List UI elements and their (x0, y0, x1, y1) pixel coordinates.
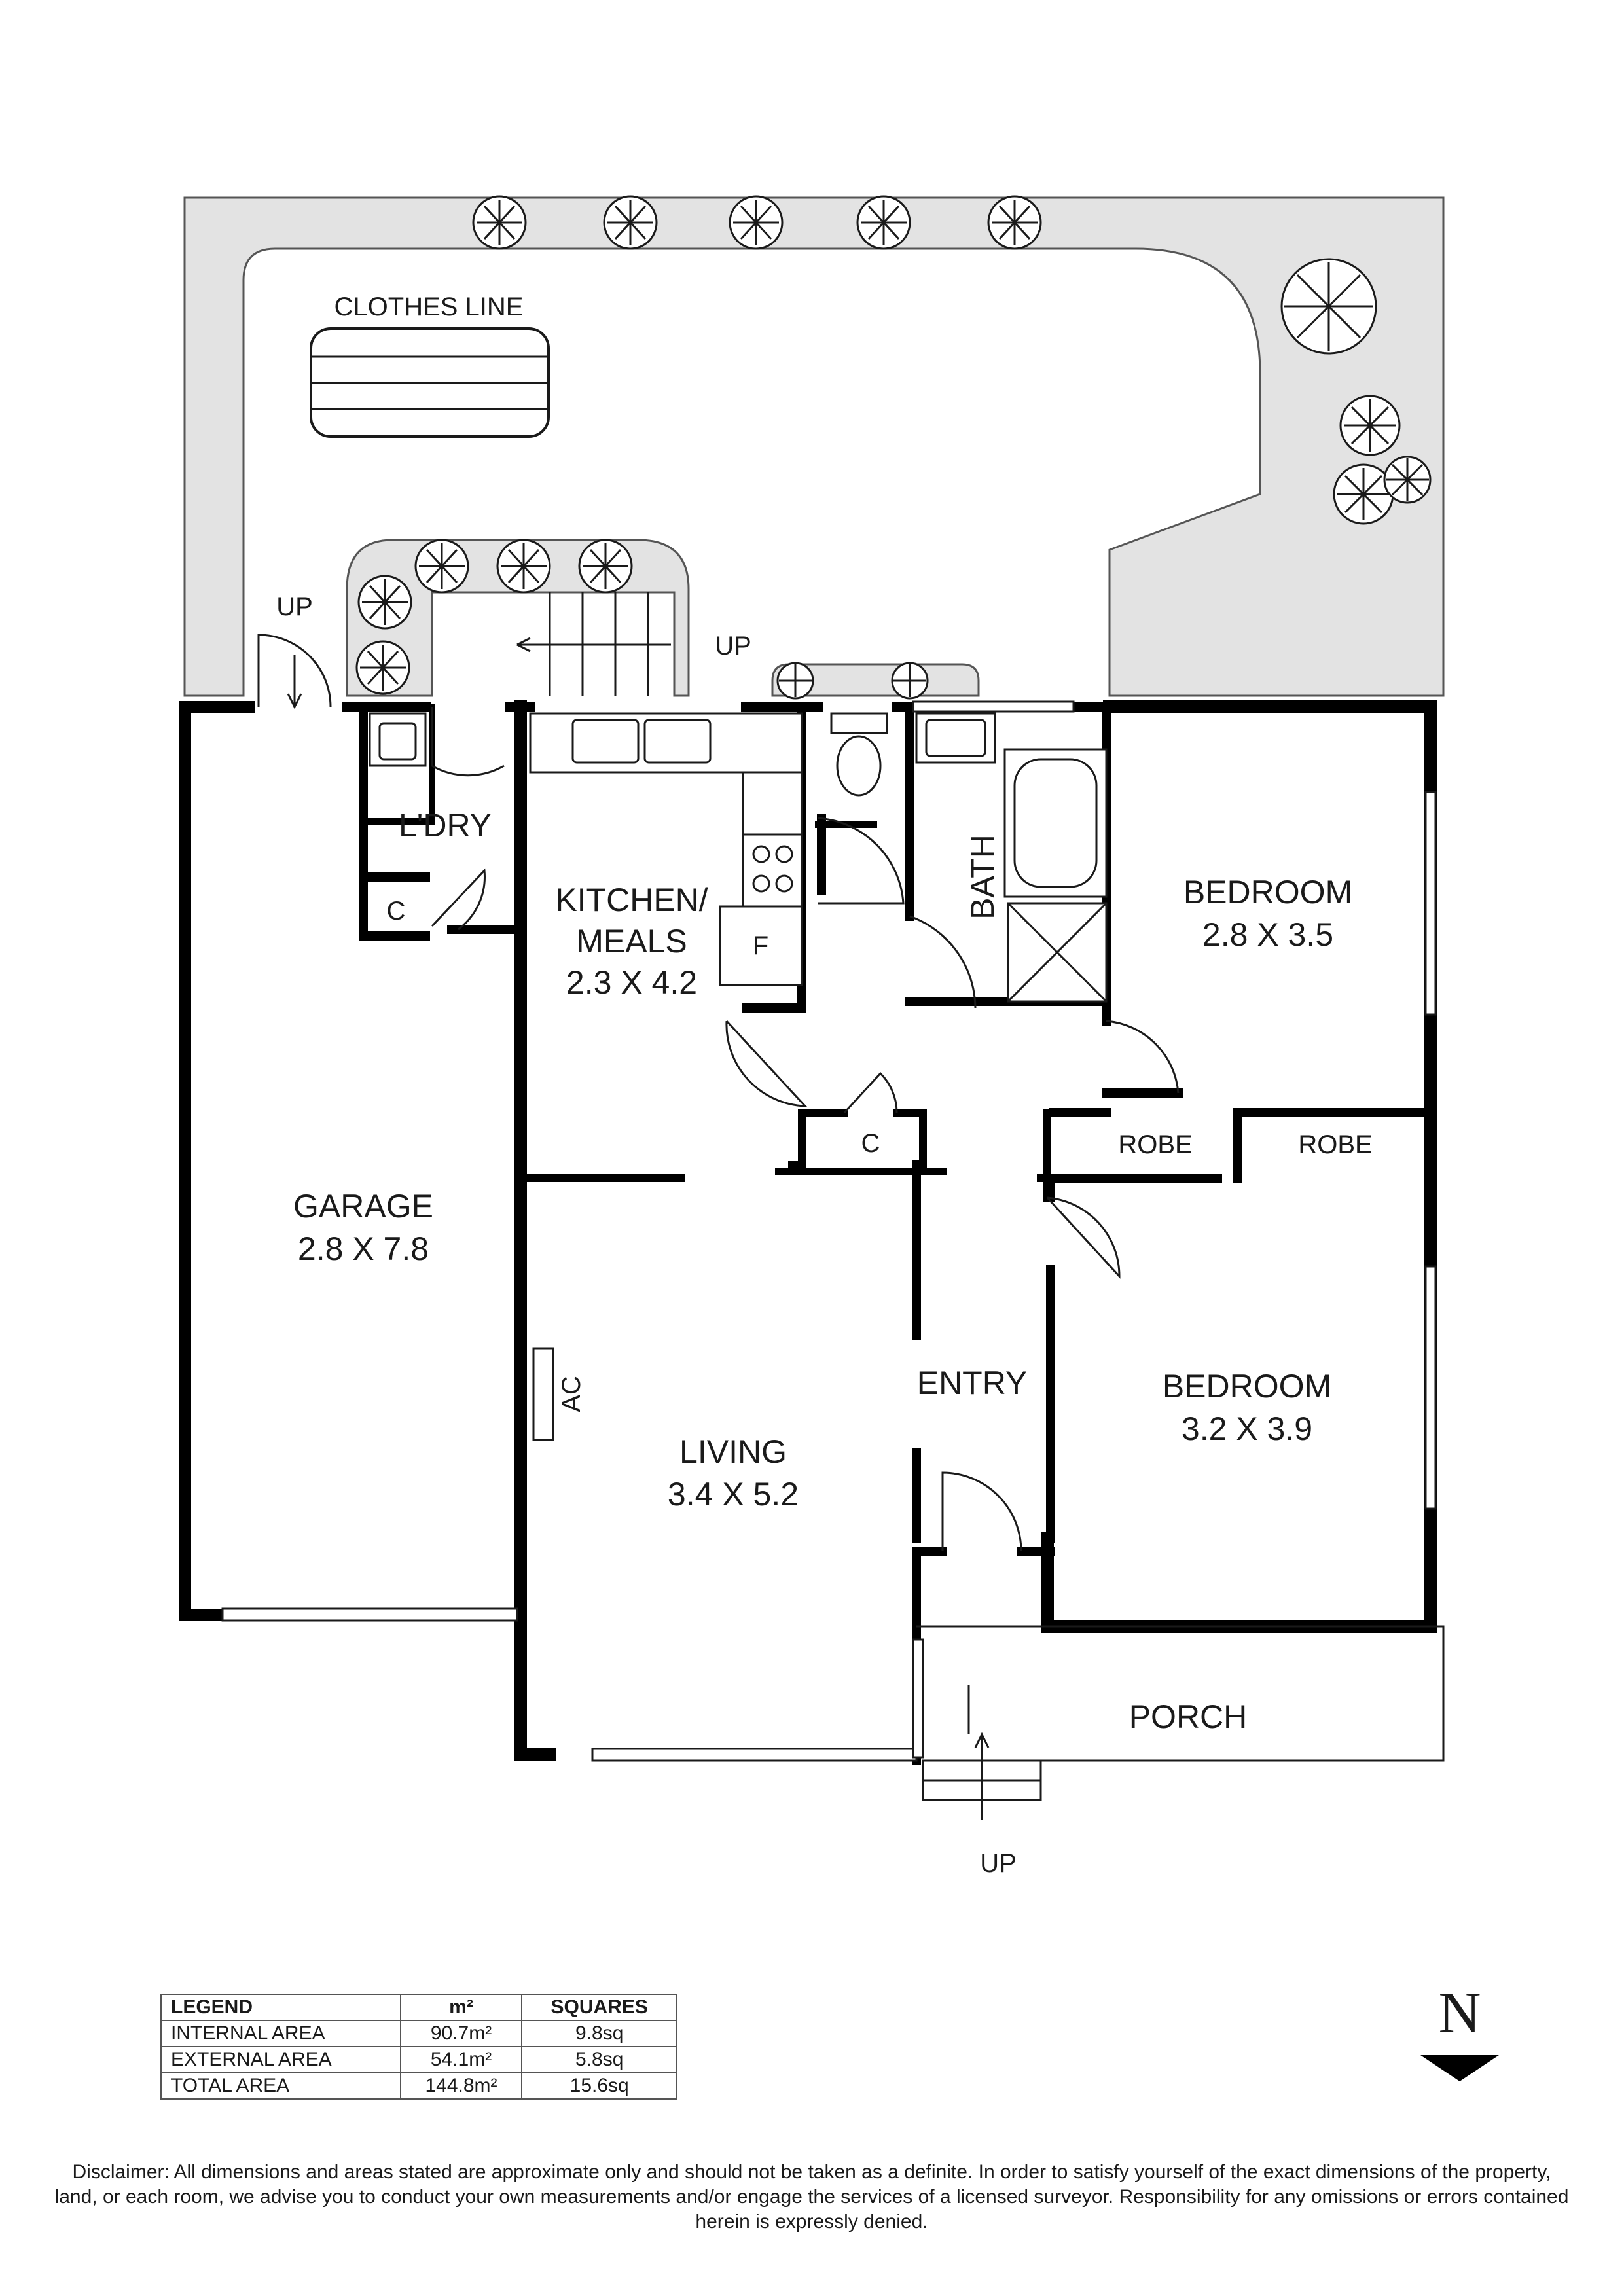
fridge (719, 905, 803, 986)
bedroom1-dims: 2.8 X 3.5 (1202, 916, 1333, 953)
clothes-line-label: CLOTHES LINE (334, 293, 524, 321)
kitchen-label-2: MEALS (576, 923, 687, 960)
bedroom1-label: BEDROOM (1183, 874, 1352, 910)
tree-icon (1333, 463, 1394, 525)
legend-cell: INTERNAL AREA (160, 2020, 401, 2047)
bath-label: BATH (964, 834, 1001, 920)
north-label: N (1439, 1981, 1481, 2045)
tree-icon (776, 662, 814, 700)
tree-icon (472, 195, 527, 250)
north-arrow-icon: N (1420, 1981, 1499, 2081)
fridge-label: F (753, 931, 768, 960)
living-dims: 3.4 X 5.2 (668, 1476, 799, 1513)
front-steps (922, 1732, 1042, 1820)
tree-icon (578, 539, 633, 594)
backyard (183, 196, 1445, 697)
garage-label: GARAGE (293, 1188, 433, 1225)
legend-cell: 5.8sq (521, 2046, 677, 2073)
tree-icon (357, 575, 412, 630)
tree-icon (987, 195, 1042, 250)
sink (571, 719, 640, 764)
legend-table: LEGEND m² SQUARES INTERNAL AREA 90.7m² 9… (160, 1994, 677, 2100)
bedroom2-label: BEDROOM (1163, 1368, 1331, 1405)
rear-steps (516, 592, 671, 696)
ac-unit (532, 1347, 554, 1441)
doors (257, 634, 1180, 1734)
up-rear-label: UP (715, 632, 751, 660)
laundry-label: L'DRY (399, 807, 492, 844)
porch (916, 1625, 1445, 1762)
ac-label: AC (557, 1376, 586, 1412)
fixtures (369, 712, 1108, 1441)
tree-icons (355, 195, 1432, 700)
kitchen-label-1: KITCHEN/ (555, 882, 708, 918)
tree-icon (603, 195, 658, 250)
kitchen-dims: 2.3 X 4.2 (566, 964, 697, 1001)
bench-return (742, 771, 803, 836)
robe1-label: ROBE (1118, 1130, 1192, 1159)
up-front-label: UP (980, 1849, 1017, 1878)
legend-header: LEGEND (160, 1994, 401, 2021)
legend-cell: EXTERNAL AREA (160, 2046, 401, 2073)
bedroom2-dims: 3.2 X 3.9 (1182, 1410, 1312, 1447)
legend-cell: 90.7m² (399, 2020, 523, 2047)
tree-icon (1280, 258, 1377, 355)
garden-up-arrow (287, 655, 302, 709)
clothes-line (310, 327, 550, 438)
tree-icon (355, 640, 410, 695)
legend-row: INTERNAL AREA 90.7m² 9.8sq (160, 2020, 677, 2047)
toilet-cistern (830, 712, 888, 734)
tree-icon (891, 662, 929, 700)
tree-icon (729, 195, 784, 250)
legend-header: m² (399, 1994, 523, 2021)
robe2-label: ROBE (1298, 1130, 1372, 1159)
up-garden-label: UP (276, 592, 313, 621)
entry-label: ENTRY (917, 1365, 1028, 1401)
windows (221, 700, 1437, 1762)
tree-icon (496, 539, 551, 594)
legend-cell: 9.8sq (521, 2020, 677, 2047)
tree-icon (1339, 395, 1401, 456)
legend-row: EXTERNAL AREA 54.1m² 5.8sq (160, 2046, 677, 2073)
garage-dims: 2.8 X 7.8 (298, 1230, 429, 1267)
porch-label: PORCH (1129, 1698, 1248, 1735)
legend-cell: TOTAL AREA (160, 2072, 401, 2100)
legend-cell: 144.8m² (399, 2072, 523, 2100)
cooktop (742, 833, 803, 908)
legend-cell: 15.6sq (521, 2072, 677, 2100)
tree-icon (856, 195, 911, 250)
hall-cupboard-label: C (861, 1129, 880, 1158)
tree-icon (414, 539, 469, 594)
laundry-cupboard-label: C (387, 897, 406, 925)
living-label: LIVING (679, 1433, 787, 1470)
legend-cell: 54.1m² (399, 2046, 523, 2073)
legend-header-row: LEGEND m² SQUARES (160, 1994, 677, 2021)
legend-header: SQUARES (521, 1994, 677, 2021)
legend-row: TOTAL AREA 144.8m² 15.6sq (160, 2072, 677, 2100)
toilet (836, 735, 882, 797)
disclaimer: Disclaimer: All dimensions and areas sta… (54, 2161, 1569, 2233)
tree-icon (1383, 456, 1432, 504)
